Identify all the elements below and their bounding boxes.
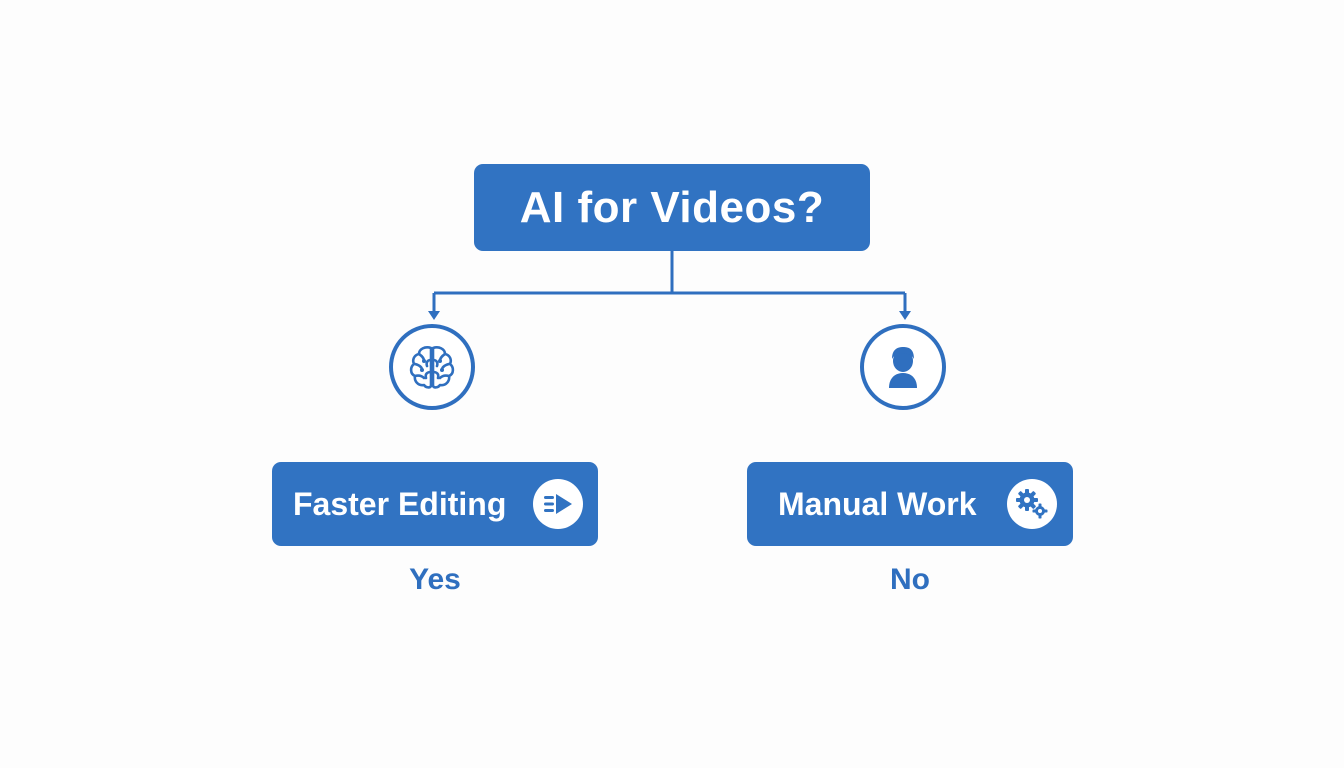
right-arrowhead [899,311,911,320]
person-icon-circle [860,324,946,410]
answer-yes: Yes [409,563,461,596]
fast-forward-icon [533,479,583,529]
brain-icon-circle [389,324,475,410]
option-faster-editing: Faster Editing [272,462,598,546]
brain-icon [409,346,455,389]
left-arrowhead [428,311,440,320]
person-icon [889,347,917,388]
answer-no: No [890,563,930,596]
root-question-text: AI for Videos? [519,182,825,232]
gears-icon [1007,479,1057,529]
option-label: Manual Work [778,485,977,522]
option-label: Faster Editing [293,485,507,522]
root-question-box: AI for Videos? [474,164,870,251]
option-manual-work: Manual Work [747,462,1073,546]
